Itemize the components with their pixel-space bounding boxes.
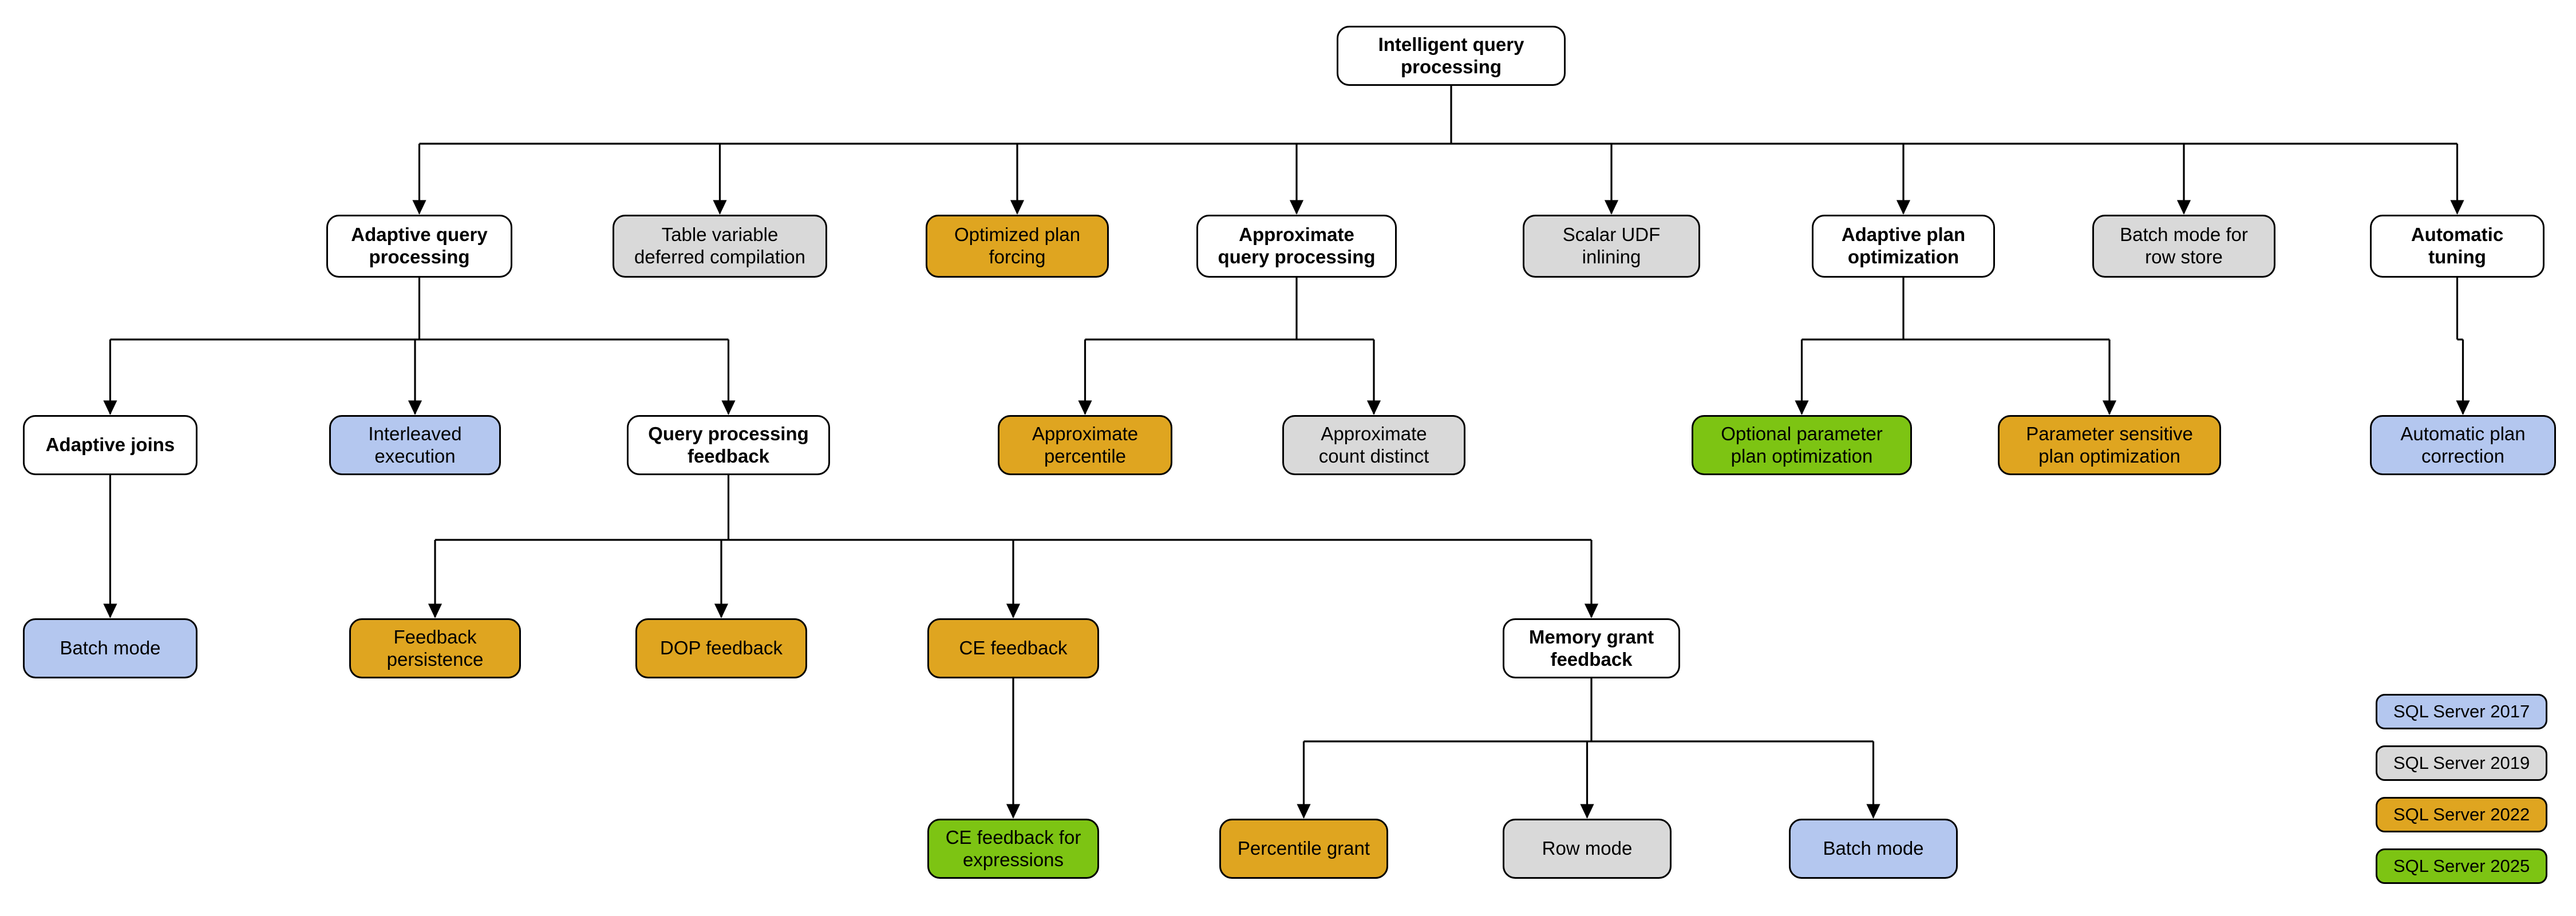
node-apo[interactable]: Adaptive plan optimization: [1812, 215, 1995, 278]
node-opf[interactable]: Optimized plan forcing: [926, 215, 1109, 278]
node-row_mode[interactable]: Row mode: [1503, 819, 1672, 879]
legend-item-sql-server-2022[interactable]: SQL Server 2022: [2376, 797, 2547, 832]
node-interleaved[interactable]: Interleaved execution: [329, 415, 501, 475]
node-label: Batch mode for row store: [2120, 224, 2248, 267]
node-root[interactable]: Intelligent query processing: [1337, 26, 1566, 86]
node-label: Feedback persistence: [386, 626, 484, 670]
node-tvdc[interactable]: Table variable deferred compilation: [613, 215, 827, 278]
node-label: Table variable deferred compilation: [634, 224, 805, 267]
node-oppo[interactable]: Optional parameter plan optimization: [1692, 415, 1912, 475]
node-label: CE feedback: [959, 637, 1068, 659]
node-adaptive_joins[interactable]: Adaptive joins: [23, 415, 197, 475]
node-label: Automatic plan correction: [2400, 423, 2526, 467]
node-label: Interleaved execution: [368, 423, 462, 467]
node-label: Parameter sensitive plan optimization: [2026, 423, 2193, 467]
legend-item-sql-server-2025[interactable]: SQL Server 2025: [2376, 848, 2547, 884]
node-label: Row mode: [1542, 838, 1633, 859]
node-pspo[interactable]: Parameter sensitive plan optimization: [1998, 415, 2221, 475]
node-label: Approximate count distinct: [1318, 423, 1429, 467]
node-label: Automatic tuning: [2411, 224, 2504, 267]
legend-item-sql-server-2019[interactable]: SQL Server 2019: [2376, 745, 2547, 781]
node-fb_persist[interactable]: Feedback persistence: [349, 618, 521, 678]
node-label: Query processing feedback: [648, 423, 809, 467]
node-ce_fb_expr[interactable]: CE feedback for expressions: [927, 819, 1099, 879]
node-label: Percentile grant: [1237, 838, 1370, 859]
node-approx_pct[interactable]: Approximate percentile: [998, 415, 1172, 475]
legend-item-sql-server-2017[interactable]: SQL Server 2017: [2376, 694, 2547, 729]
node-approx_cd[interactable]: Approximate count distinct: [1282, 415, 1465, 475]
node-batch_mode_aj[interactable]: Batch mode: [23, 618, 197, 678]
node-dop_fb[interactable]: DOP feedback: [635, 618, 807, 678]
node-label: Approximate query processing: [1218, 224, 1376, 267]
node-label: Batch mode: [60, 637, 161, 659]
node-mgf[interactable]: Memory grant feedback: [1503, 618, 1680, 678]
legend-item-label: SQL Server 2022: [2393, 804, 2530, 824]
node-label: Scalar UDF inlining: [1562, 224, 1661, 267]
node-ce_fb[interactable]: CE feedback: [927, 618, 1099, 678]
node-qpf[interactable]: Query processing feedback: [627, 415, 830, 475]
legend-item-label: SQL Server 2025: [2393, 856, 2530, 876]
node-label: Memory grant feedback: [1528, 626, 1654, 670]
node-udf[interactable]: Scalar UDF inlining: [1523, 215, 1700, 278]
node-approx[interactable]: Approximate query processing: [1196, 215, 1397, 278]
node-batch_mode_mgf[interactable]: Batch mode: [1789, 819, 1958, 879]
node-label: Adaptive query processing: [351, 224, 488, 267]
node-apc[interactable]: Automatic plan correction: [2370, 415, 2556, 475]
node-label: CE feedback for expressions: [945, 826, 1081, 870]
node-label: Adaptive plan optimization: [1841, 224, 1966, 267]
node-label: Intelligent query processing: [1378, 33, 1524, 77]
legend-item-label: SQL Server 2019: [2393, 753, 2530, 773]
node-pct_grant[interactable]: Percentile grant: [1219, 819, 1388, 879]
node-label: Optional parameter plan optimization: [1721, 423, 1883, 467]
node-label: Optimized plan forcing: [954, 224, 1081, 267]
node-label: Adaptive joins: [45, 434, 175, 456]
node-bmrs[interactable]: Batch mode for row store: [2092, 215, 2275, 278]
legend-item-label: SQL Server 2017: [2393, 701, 2530, 721]
node-aqp[interactable]: Adaptive query processing: [326, 215, 512, 278]
node-label: DOP feedback: [659, 637, 783, 659]
node-label: Batch mode: [1823, 838, 1924, 859]
node-label: Approximate percentile: [1032, 423, 1139, 467]
node-autotune[interactable]: Automatic tuning: [2370, 215, 2545, 278]
